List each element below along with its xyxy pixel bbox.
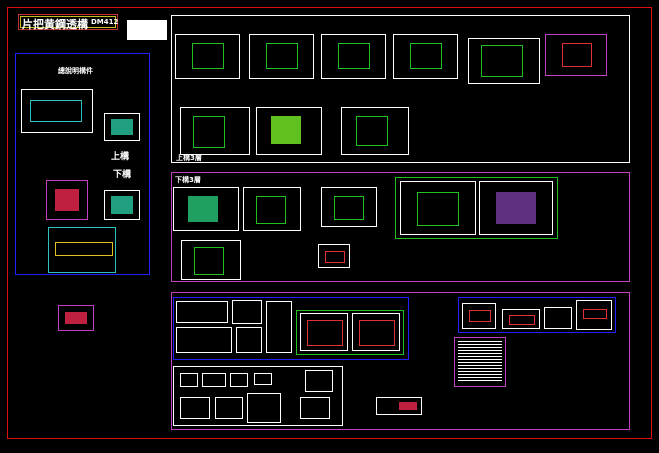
sheet [256,107,322,155]
lower-label: 下構 [113,170,132,180]
sheet [544,307,572,329]
detail-group-3 [458,297,616,333]
sheet [215,397,243,419]
sheet [181,240,241,280]
sheet [21,89,93,133]
sheet [376,397,422,415]
sheet [321,187,377,227]
lower-section-label: 下構3層 [175,176,201,184]
sheet [341,107,409,155]
sheet [232,300,262,324]
sheet-group [296,310,404,355]
upper-section: 上構3層 [171,15,630,163]
drawing-border [7,7,652,439]
title-text: 片把黄鋼透構 [22,18,88,31]
sheet [173,187,239,231]
sheet [462,303,496,329]
sheet [300,313,348,351]
sheet [247,393,281,423]
sheet [321,34,386,79]
sheet [180,397,210,419]
sheet [58,305,94,331]
left-heading: 總說明構件 [58,67,93,75]
sheet [243,187,301,231]
sheet [318,244,350,268]
sheet [180,373,198,387]
sheet [400,181,476,235]
sheet [393,34,458,79]
detail-section [171,292,630,430]
sheet [576,300,612,330]
sheet [104,190,140,220]
sheet [175,34,240,79]
upper-section-label: 上構3層 [176,154,202,162]
sheet [305,370,333,392]
lower-section: 下構3層 [171,172,630,282]
sheet [176,327,232,353]
title-block: 片把黄鋼透構 DM412 [18,14,119,31]
sheet [249,34,314,79]
notes-block [127,20,167,40]
sheet [202,373,226,387]
sheet [180,107,250,155]
sheet [48,227,116,273]
sheet [236,327,262,353]
sheet [300,397,330,419]
sheet [266,301,292,353]
sheet [502,309,540,329]
upper-label: 上構 [111,152,130,162]
sheet [254,373,272,385]
title-code: DM412 [91,18,119,26]
sheet [104,113,140,141]
sheet [46,180,88,220]
sheet-group [395,177,558,239]
detail-group-2 [173,366,343,426]
sheet [545,34,607,76]
sheet [230,373,248,387]
sheet [479,181,553,235]
sheet [352,313,400,351]
sheet [176,301,228,323]
left-panel: 總說明構件 上構 下構 [15,53,150,275]
detail-group-1 [173,297,409,360]
sheet [468,38,540,84]
sheet-table [454,337,506,387]
